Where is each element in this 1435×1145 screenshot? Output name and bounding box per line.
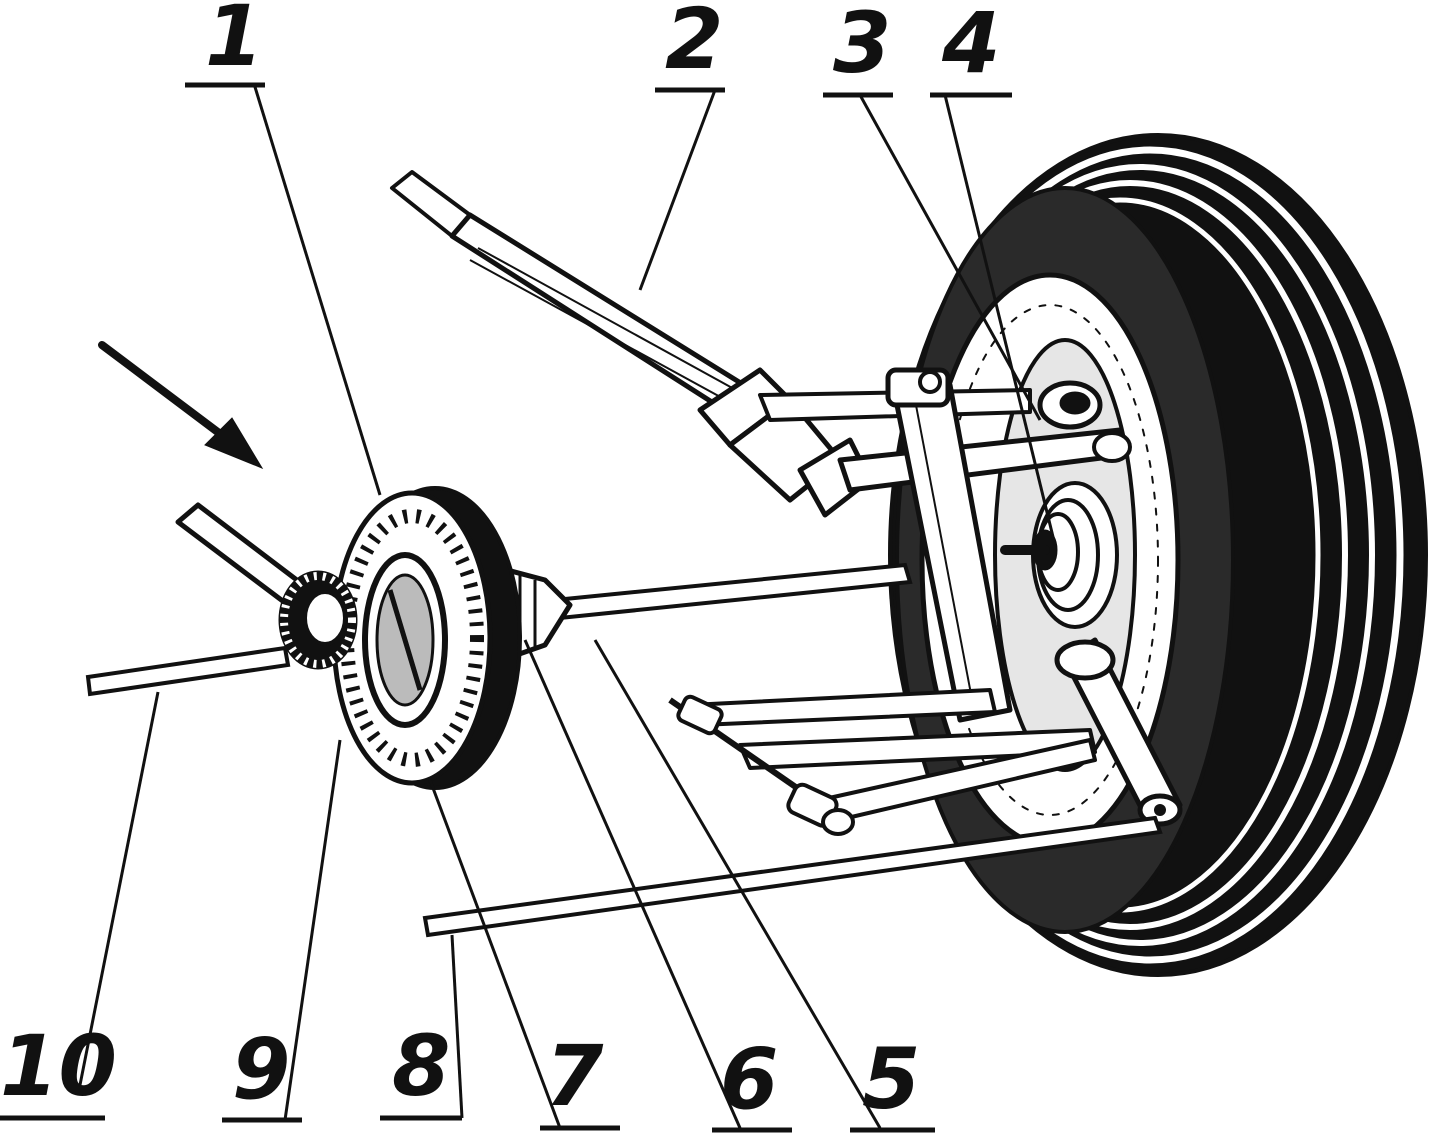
- half-axle: [552, 562, 913, 621]
- callout-label: 8: [392, 1017, 450, 1115]
- callout-1: 1: [185, 0, 265, 88]
- callout-7: 7: [540, 1027, 620, 1131]
- callout-label: 10: [0, 1017, 117, 1115]
- direction-arrow-icon: [98, 341, 264, 470]
- callout-5: 5: [850, 1030, 935, 1133]
- callout-label: 3: [833, 0, 891, 92]
- leader-lines: [76, 86, 1057, 1129]
- callout-label: 4: [941, 0, 1000, 92]
- callout-label: 7: [545, 1027, 604, 1125]
- differential-housing: [331, 486, 573, 790]
- tie-rod-ends: [668, 694, 855, 836]
- callout-label: 2: [665, 0, 723, 88]
- kingpin-joint: [1037, 380, 1132, 463]
- callout-2: 2: [655, 0, 725, 93]
- callout-4: 4: [930, 0, 1012, 98]
- callout-3: 3: [823, 0, 893, 98]
- callout-label: 6: [720, 1030, 778, 1128]
- callout-label: 5: [862, 1030, 920, 1128]
- wheel-hub: [1000, 481, 1119, 629]
- shock-absorber: [885, 367, 1013, 723]
- callout-8: 8: [380, 1017, 462, 1121]
- torsion-bar: [422, 815, 1163, 938]
- telescopic-drive-shaft: [390, 170, 873, 518]
- callout-9: 9: [222, 1020, 302, 1123]
- callout-10: 10: [0, 1017, 117, 1121]
- callout-label: 9: [232, 1020, 290, 1118]
- pinion-gear: [278, 570, 358, 670]
- callout-6: 6: [712, 1030, 792, 1133]
- left-half-axle: [85, 645, 291, 697]
- lower-control-arm: [688, 637, 1183, 828]
- callout-label: 1: [205, 0, 263, 85]
